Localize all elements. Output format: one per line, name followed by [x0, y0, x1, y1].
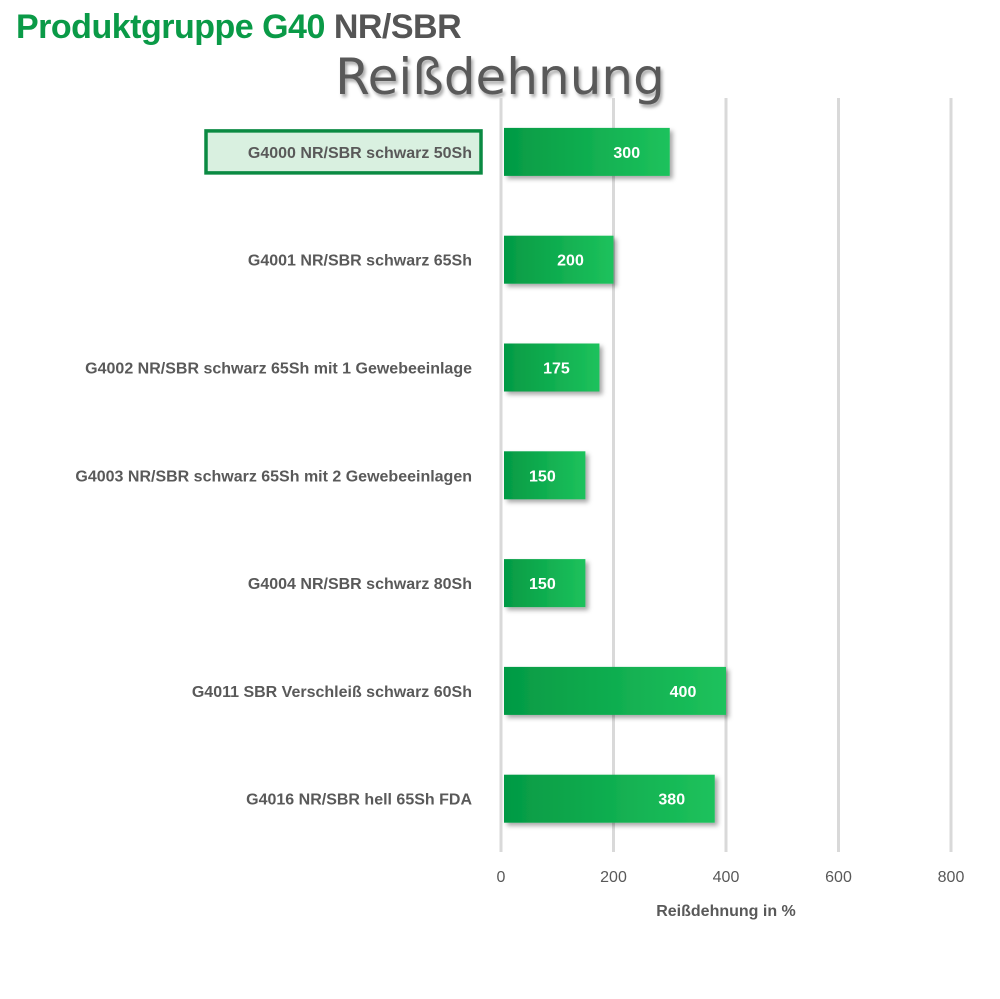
x-axis-ticks: 0 200 400 600 800	[497, 869, 965, 886]
bar-value-label: 150	[529, 576, 556, 593]
bar-value-label: 300	[613, 145, 640, 162]
bar	[504, 666, 726, 715]
chart-title: Reißdehnung	[335, 48, 665, 106]
category-label: G4004 NR/SBR schwarz 80Sh	[248, 576, 472, 593]
bar	[504, 559, 586, 608]
bar	[504, 343, 600, 392]
bar-value-label: 175	[543, 361, 570, 378]
bar-value-label: 150	[529, 468, 556, 485]
category-label: G4001 NR/SBR schwarz 65Sh	[248, 253, 472, 270]
x-tick-label: 400	[713, 869, 740, 886]
header-title-green: Produktgruppe G40	[16, 8, 325, 46]
category-label: G4011 SBR Verschleiß schwarz 60Sh	[192, 684, 472, 701]
header-title-gray: NR/SBR	[333, 8, 462, 46]
x-tick-label: 800	[938, 869, 965, 886]
bar	[504, 774, 715, 823]
category-label: G4002 NR/SBR schwarz 65Sh mit 1 Gewebeei…	[85, 361, 472, 378]
bar-value-label: 200	[557, 253, 584, 270]
bar	[504, 127, 670, 176]
header-title: Produktgruppe G40 NR/SBR	[16, 8, 462, 47]
x-tick-label: 200	[600, 869, 627, 886]
category-highlight-box	[204, 129, 483, 175]
category-label: G4016 NR/SBR hell 65Sh FDA	[246, 792, 472, 809]
x-axis-title: Reißdehnung in %	[656, 903, 796, 920]
category-label: G4003 NR/SBR schwarz 65Sh mit 2 Gewebeei…	[75, 468, 472, 485]
bars: 300 200 175 150 150 400 380	[504, 127, 726, 823]
bar-value-label: 380	[658, 792, 685, 809]
bar-value-label: 400	[670, 684, 697, 701]
bar	[504, 451, 586, 500]
x-tick-label: 600	[825, 869, 852, 886]
category-label: G4000 NR/SBR schwarz 50Sh	[248, 145, 472, 162]
x-tick-label: 0	[497, 869, 506, 886]
highlight-layer	[204, 129, 483, 175]
gridlines	[499, 98, 953, 852]
bar	[504, 235, 614, 284]
